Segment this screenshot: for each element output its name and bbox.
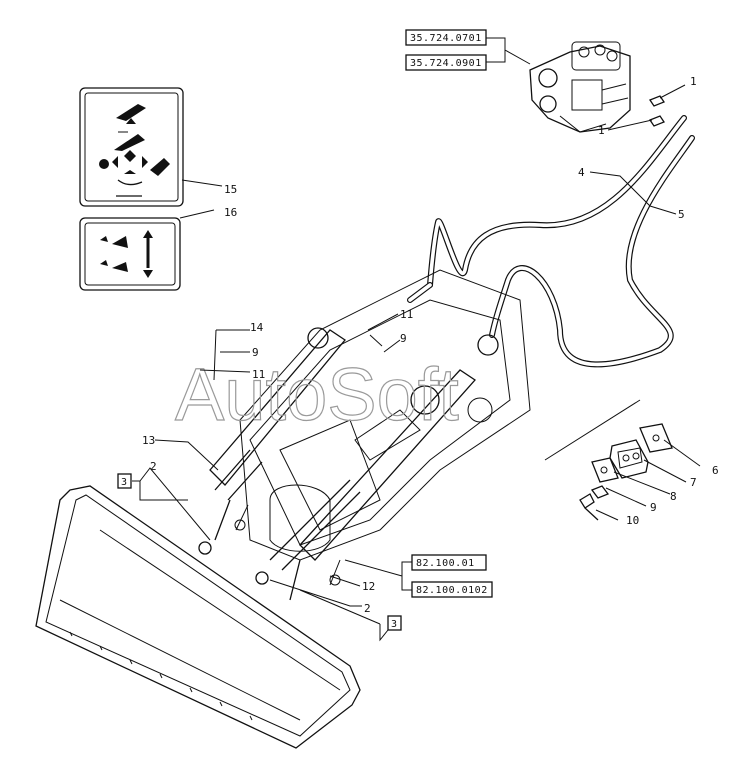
watermark: AutoSoft	[175, 353, 459, 436]
callout-14: 14	[250, 321, 264, 334]
ref-box-valve-a: 35.724.0701	[405, 29, 487, 46]
decal-16	[79, 217, 181, 291]
control-valve	[529, 41, 665, 133]
callout-11-mid: 11	[400, 308, 413, 321]
ref-box-frame-b: 82.100.0102	[411, 581, 493, 598]
callout-13: 13	[142, 434, 155, 447]
callout-2-left: 2	[150, 460, 157, 473]
callout-9-right: 9	[650, 501, 657, 514]
svg-text:35.724.0901: 35.724.0901	[410, 58, 482, 69]
ref-box-left-3: 3	[117, 473, 132, 489]
callout-8: 8	[670, 490, 677, 503]
callout-6: 6	[712, 464, 719, 477]
loader-frame	[198, 269, 531, 601]
callout-12: 12	[362, 580, 375, 593]
callout-15: 15	[224, 183, 237, 196]
callout-11-left: 11	[252, 368, 265, 381]
svg-text:3: 3	[121, 477, 128, 488]
svg-text:82.100.0102: 82.100.0102	[416, 585, 488, 596]
ref-box-frame-a: 82.100.01	[411, 554, 487, 571]
callout-1b: 1	[598, 124, 605, 137]
callout-10: 10	[626, 514, 639, 527]
svg-text:35.724.0701: 35.724.0701	[410, 33, 482, 44]
callout-numbers: 1 1 4 5 6 7 8 9 10 15 16 14 9 11 11 9 13…	[142, 75, 719, 615]
svg-text:82.100.01: 82.100.01	[416, 558, 475, 569]
callout-1a: 1	[690, 75, 697, 88]
decal-15	[79, 87, 184, 207]
callout-9-mid: 9	[400, 332, 407, 345]
bucket	[35, 485, 361, 749]
callout-4: 4	[578, 166, 585, 179]
ref-box-valve-b: 35.724.0901	[405, 54, 487, 71]
callout-2-bottom: 2	[364, 602, 371, 615]
callout-5: 5	[678, 208, 685, 221]
clamp-parts	[544, 399, 673, 521]
leader-lines	[132, 84, 701, 642]
ref-box-bottom-3: 3	[387, 615, 402, 631]
callout-7: 7	[690, 476, 697, 489]
callout-16: 16	[224, 206, 237, 219]
hydraulic-hoses	[407, 115, 695, 368]
callout-9-left: 9	[252, 346, 259, 359]
svg-text:3: 3	[391, 619, 398, 630]
